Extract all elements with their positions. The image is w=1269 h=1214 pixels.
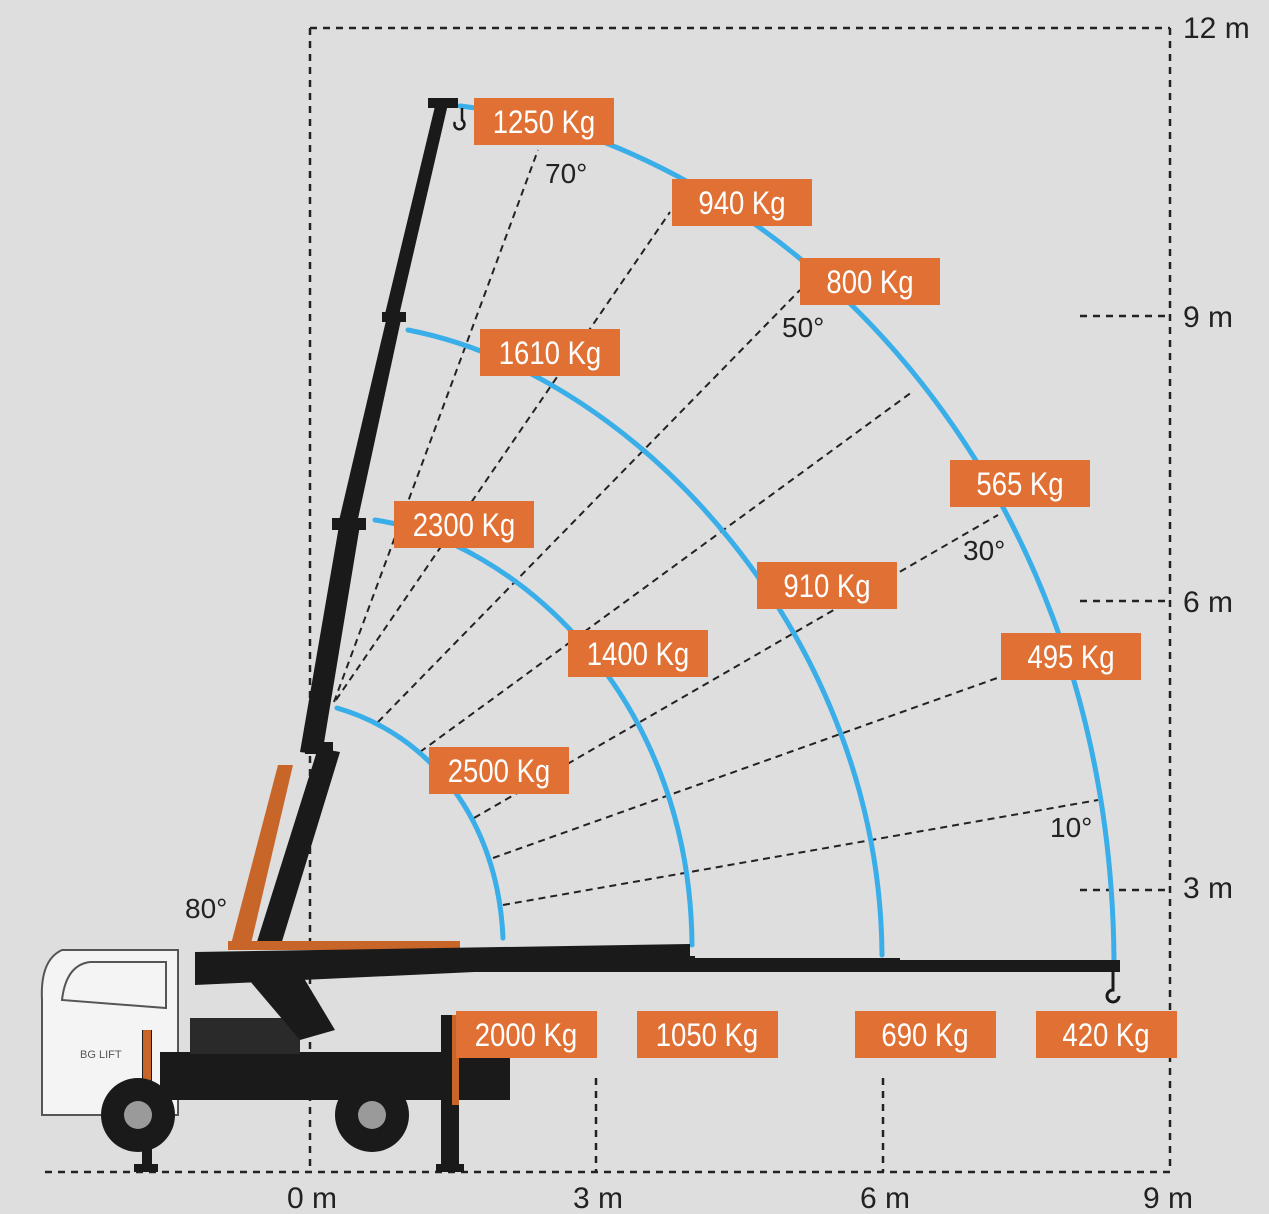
load-arc-4m <box>334 705 506 941</box>
truck-equipment <box>190 1018 300 1054</box>
outrigger-right-orange <box>452 1015 459 1105</box>
boom-section-4 <box>895 960 1120 972</box>
boom-section-2 <box>450 956 695 972</box>
truck-window <box>60 961 167 1010</box>
angle-label-80: 80° <box>185 893 227 924</box>
angle-line <box>335 211 671 701</box>
axis-label-x-9m: 9 m <box>1143 1182 1193 1214</box>
truck-brand-text: BG LIFT <box>80 1049 122 1061</box>
load-label: 420 Kg <box>1036 1011 1177 1058</box>
outrigger-foot <box>134 1164 158 1172</box>
load-label: 1050 Kg <box>637 1011 778 1058</box>
load-label: 565 Kg <box>950 460 1090 507</box>
axis-label-y-9m: 9 m <box>1183 301 1233 334</box>
angle-label-50: 50° <box>782 312 824 343</box>
svg-text:800 Kg: 800 Kg <box>826 265 913 300</box>
outrigger-left-orange <box>143 1030 151 1110</box>
load-label: 495 Kg <box>1001 633 1141 680</box>
horizontal-boom <box>195 941 1121 1004</box>
load-label: 1400 Kg <box>568 630 708 677</box>
load-arc-10m <box>457 103 1117 963</box>
boom-base-section <box>255 748 340 948</box>
load-label: 910 Kg <box>757 562 897 609</box>
angle-line <box>502 799 1099 906</box>
boom-hook <box>453 108 466 131</box>
axis-label-x-6m: 6 m <box>860 1182 910 1214</box>
wheel-hub <box>124 1101 152 1129</box>
svg-text:910 Kg: 910 Kg <box>783 569 870 604</box>
load-label: 2300 Kg <box>394 501 534 548</box>
svg-text:1400 Kg: 1400 Kg <box>587 637 689 672</box>
axis-label-y-3m: 3 m <box>1183 872 1233 905</box>
boom-orange-bar <box>228 941 460 950</box>
svg-text:2500 Kg: 2500 Kg <box>448 754 550 789</box>
angle-label-70: 70° <box>545 158 587 189</box>
load-label: 800 Kg <box>800 258 940 305</box>
axis-label-y-6m: 6 m <box>1183 586 1233 619</box>
wheel-hub <box>358 1101 386 1129</box>
svg-text:940 Kg: 940 Kg <box>698 186 785 221</box>
load-label: 2500 Kg <box>429 747 569 794</box>
load-label: 940 Kg <box>672 179 812 226</box>
svg-text:495 Kg: 495 Kg <box>1027 640 1114 675</box>
angle-line <box>419 391 913 753</box>
chart-frame <box>45 26 1172 1174</box>
angle-line <box>377 289 801 723</box>
svg-text:1050 Kg: 1050 Kg <box>656 1018 758 1053</box>
svg-text:420 Kg: 420 Kg <box>1062 1018 1149 1053</box>
axis-label-y-12m: 12 m <box>1183 12 1250 45</box>
truck: BG LIFT <box>40 949 510 1172</box>
svg-text:690 Kg: 690 Kg <box>881 1018 968 1053</box>
angle-line <box>492 676 1001 859</box>
svg-text:1250 Kg: 1250 Kg <box>493 105 595 140</box>
load-label: 690 Kg <box>855 1011 996 1058</box>
load-label: 2000 Kg <box>456 1011 597 1058</box>
boom-top-section <box>384 102 448 320</box>
svg-text:1610 Kg: 1610 Kg <box>499 336 601 371</box>
load-arc-6m <box>372 517 695 948</box>
outrigger-foot <box>436 1164 464 1172</box>
svg-text:2000 Kg: 2000 Kg <box>475 1018 577 1053</box>
axis-label-x-3m: 3 m <box>573 1182 623 1214</box>
boom-joint <box>382 312 406 322</box>
boom-mid-section <box>300 520 360 755</box>
axis-label-x-0m: 0 m <box>287 1182 337 1214</box>
crane-base <box>232 955 335 1040</box>
boom-upper-section <box>338 312 402 528</box>
vertical-boom <box>230 98 466 948</box>
load-label: 1610 Kg <box>480 329 620 376</box>
load-label: 1250 Kg <box>474 98 614 145</box>
boom-hook <box>1105 972 1121 1004</box>
boom-joint <box>305 742 333 754</box>
boom-section-3 <box>685 958 900 972</box>
boom-base-section <box>195 944 690 985</box>
svg-text:2300 Kg: 2300 Kg <box>413 508 515 543</box>
angle-line <box>333 149 539 703</box>
svg-text:565 Kg: 565 Kg <box>976 467 1063 502</box>
boom-head <box>428 98 458 108</box>
boom-joint <box>332 518 366 530</box>
angle-label-10: 10° <box>1050 812 1092 843</box>
boom-orange-arm <box>230 765 293 948</box>
angle-label-30: 30° <box>963 535 1005 566</box>
